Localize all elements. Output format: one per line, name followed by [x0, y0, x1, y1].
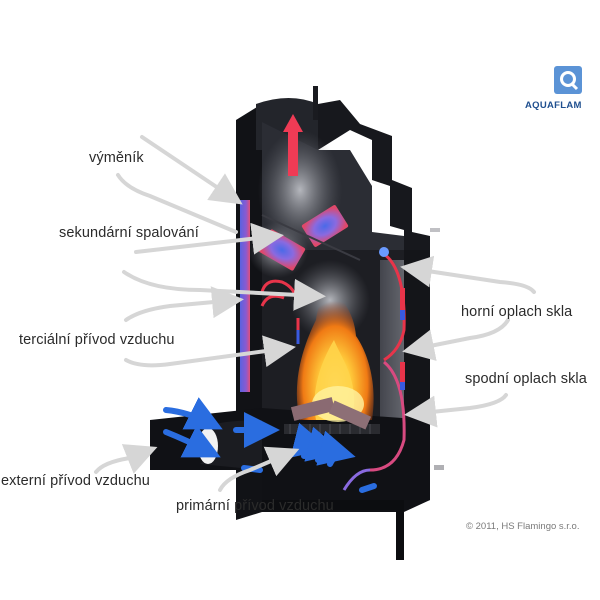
label-tertiary-air: terciální přívod vzduchu [19, 332, 175, 348]
label-secondary-combustion: sekundární spalování [59, 225, 199, 241]
aquaflam-logo [540, 66, 596, 99]
baffle-brick-upper [301, 205, 349, 247]
label-exchanger: výměník [89, 150, 144, 166]
label-external-air: externí přívod vzduchu [1, 473, 150, 489]
hot-flue-arrow [283, 114, 303, 176]
aquaflam-q-icon [554, 66, 582, 94]
glass-rinse-air-flow [342, 247, 406, 491]
cold-air-flow [163, 397, 377, 493]
copyright-notice: © 2011, HS Flamingo s.r.o. [466, 521, 580, 532]
heat-exchanger-element [240, 200, 250, 392]
log [328, 400, 372, 430]
brand-name: AQUAFLAM [525, 100, 582, 111]
pointer-arrows [94, 135, 536, 492]
label-upper-glass-rinse: horní oplach skla [461, 304, 573, 320]
label-lower-glass-rinse: spodní oplach skla [465, 371, 587, 387]
label-primary-air: primární přívod vzduchu [176, 498, 334, 514]
log [290, 397, 336, 421]
